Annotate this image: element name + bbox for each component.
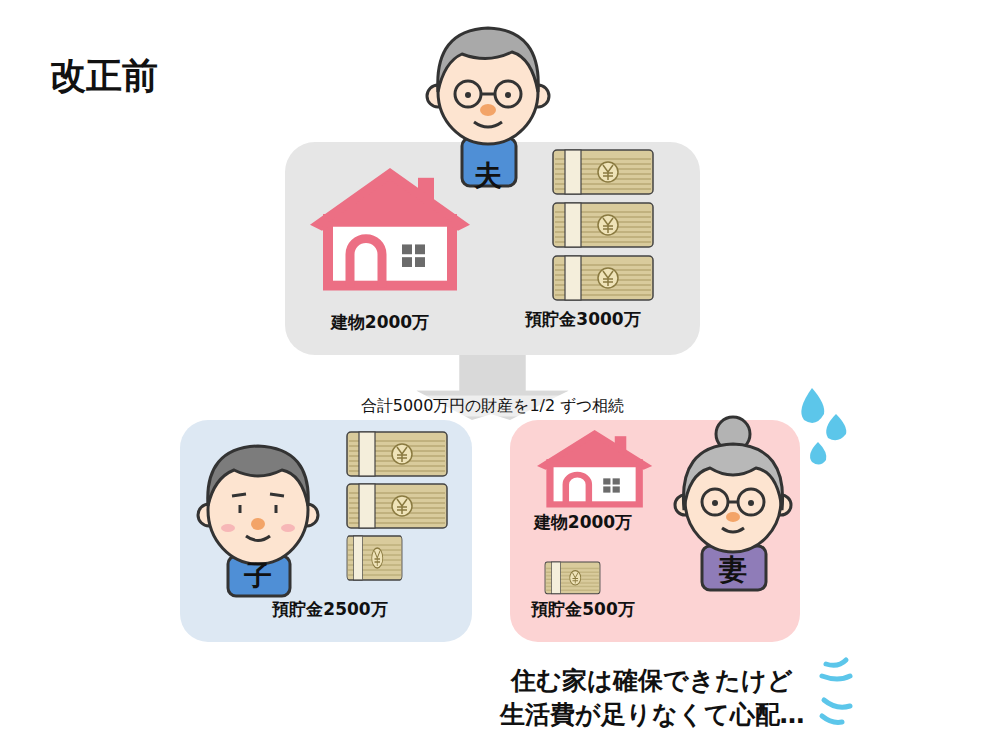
- illustration-part: [465, 92, 471, 98]
- illustration-part: [527, 85, 549, 107]
- asset-label: 預貯金500万: [531, 600, 635, 620]
- illustration-part: [480, 104, 496, 116]
- note-text: 住む家は確保できたけど 生活費が足りなくて心配…: [472, 664, 832, 732]
- asset-label: 預貯金3000万: [525, 310, 640, 330]
- illustration-part: [553, 256, 653, 300]
- illustration-part: [675, 495, 695, 515]
- illustration-part: [685, 448, 781, 552]
- illustration-part: [683, 444, 782, 510]
- heir-box: 子預貯金2500万: [180, 420, 472, 642]
- illustration-part: [810, 442, 826, 465]
- illustration-part: [824, 700, 850, 707]
- illustration-part: [822, 676, 850, 679]
- asset-label: 預貯金2500万: [272, 600, 387, 620]
- illustration-part: [347, 536, 402, 580]
- illustration-part: [726, 512, 740, 522]
- illustration-part: [251, 518, 265, 530]
- illustration-part: [771, 495, 791, 515]
- person-label: 妻: [719, 554, 747, 586]
- illustration-part: [495, 81, 521, 107]
- arrow-shaft: [460, 355, 526, 392]
- illustration-part: [239, 505, 242, 513]
- illustration-part: [712, 500, 718, 506]
- illustration-part: [738, 489, 764, 515]
- arrow-shaft: [460, 355, 526, 392]
- illustration-part: [232, 494, 284, 496]
- illustration-part: [296, 504, 318, 526]
- illustration-part: [826, 660, 846, 665]
- illustration-part: [347, 484, 447, 528]
- asset-label: 建物2000万: [331, 313, 429, 333]
- illustration-part: [275, 505, 278, 513]
- person-label: 夫: [474, 160, 502, 192]
- illustration-part: [722, 528, 744, 532]
- illustration-part: [462, 138, 516, 186]
- illustration-part: [545, 562, 600, 594]
- heir-box: 建物2000万妻預貯金500万: [510, 420, 800, 642]
- illustration-part: [474, 122, 502, 127]
- illustration-part: [455, 81, 481, 107]
- illustration-part: [427, 85, 449, 107]
- sweat-drops: [801, 388, 846, 465]
- illustration-part: [246, 536, 270, 541]
- illustration-part: [702, 489, 728, 515]
- illustration-part: [228, 556, 290, 596]
- illustration-part: [198, 504, 220, 526]
- illustration-part: [702, 546, 766, 590]
- illustration-part: [553, 203, 653, 247]
- husband-figure: [427, 28, 549, 186]
- estate-box: 夫建物2000万 預貯金3000万: [285, 142, 700, 355]
- illustration-part: [728, 501, 738, 504]
- illustration-part: [281, 524, 295, 532]
- illustration-part: [505, 92, 511, 98]
- illustration-part: [826, 414, 846, 440]
- illustration-part: [310, 168, 470, 288]
- asset-label: 建物2000万: [534, 513, 632, 533]
- illustration-part: [716, 417, 750, 451]
- child-figure: [198, 446, 318, 596]
- worry-marks: [822, 660, 850, 722]
- illustration-part: [221, 524, 235, 532]
- illustration-part: [208, 446, 309, 506]
- arrow-label: 合計5000万円の財産を1/2 ずつ相続: [357, 396, 629, 417]
- illustration-part: [822, 716, 842, 722]
- illustration-part: [208, 456, 308, 564]
- illustration-part: [553, 150, 653, 194]
- illustration-part: [347, 432, 447, 476]
- illustration-part: [438, 40, 538, 144]
- illustration-part: [748, 500, 754, 506]
- illustration-part: [438, 28, 539, 92]
- illustration-part: [537, 430, 652, 506]
- illustration-part: [481, 93, 495, 96]
- page-title: 改正前: [50, 52, 158, 101]
- person-label: 子: [244, 560, 272, 592]
- illustration-part: [801, 388, 824, 423]
- wife-figure: [675, 417, 791, 590]
